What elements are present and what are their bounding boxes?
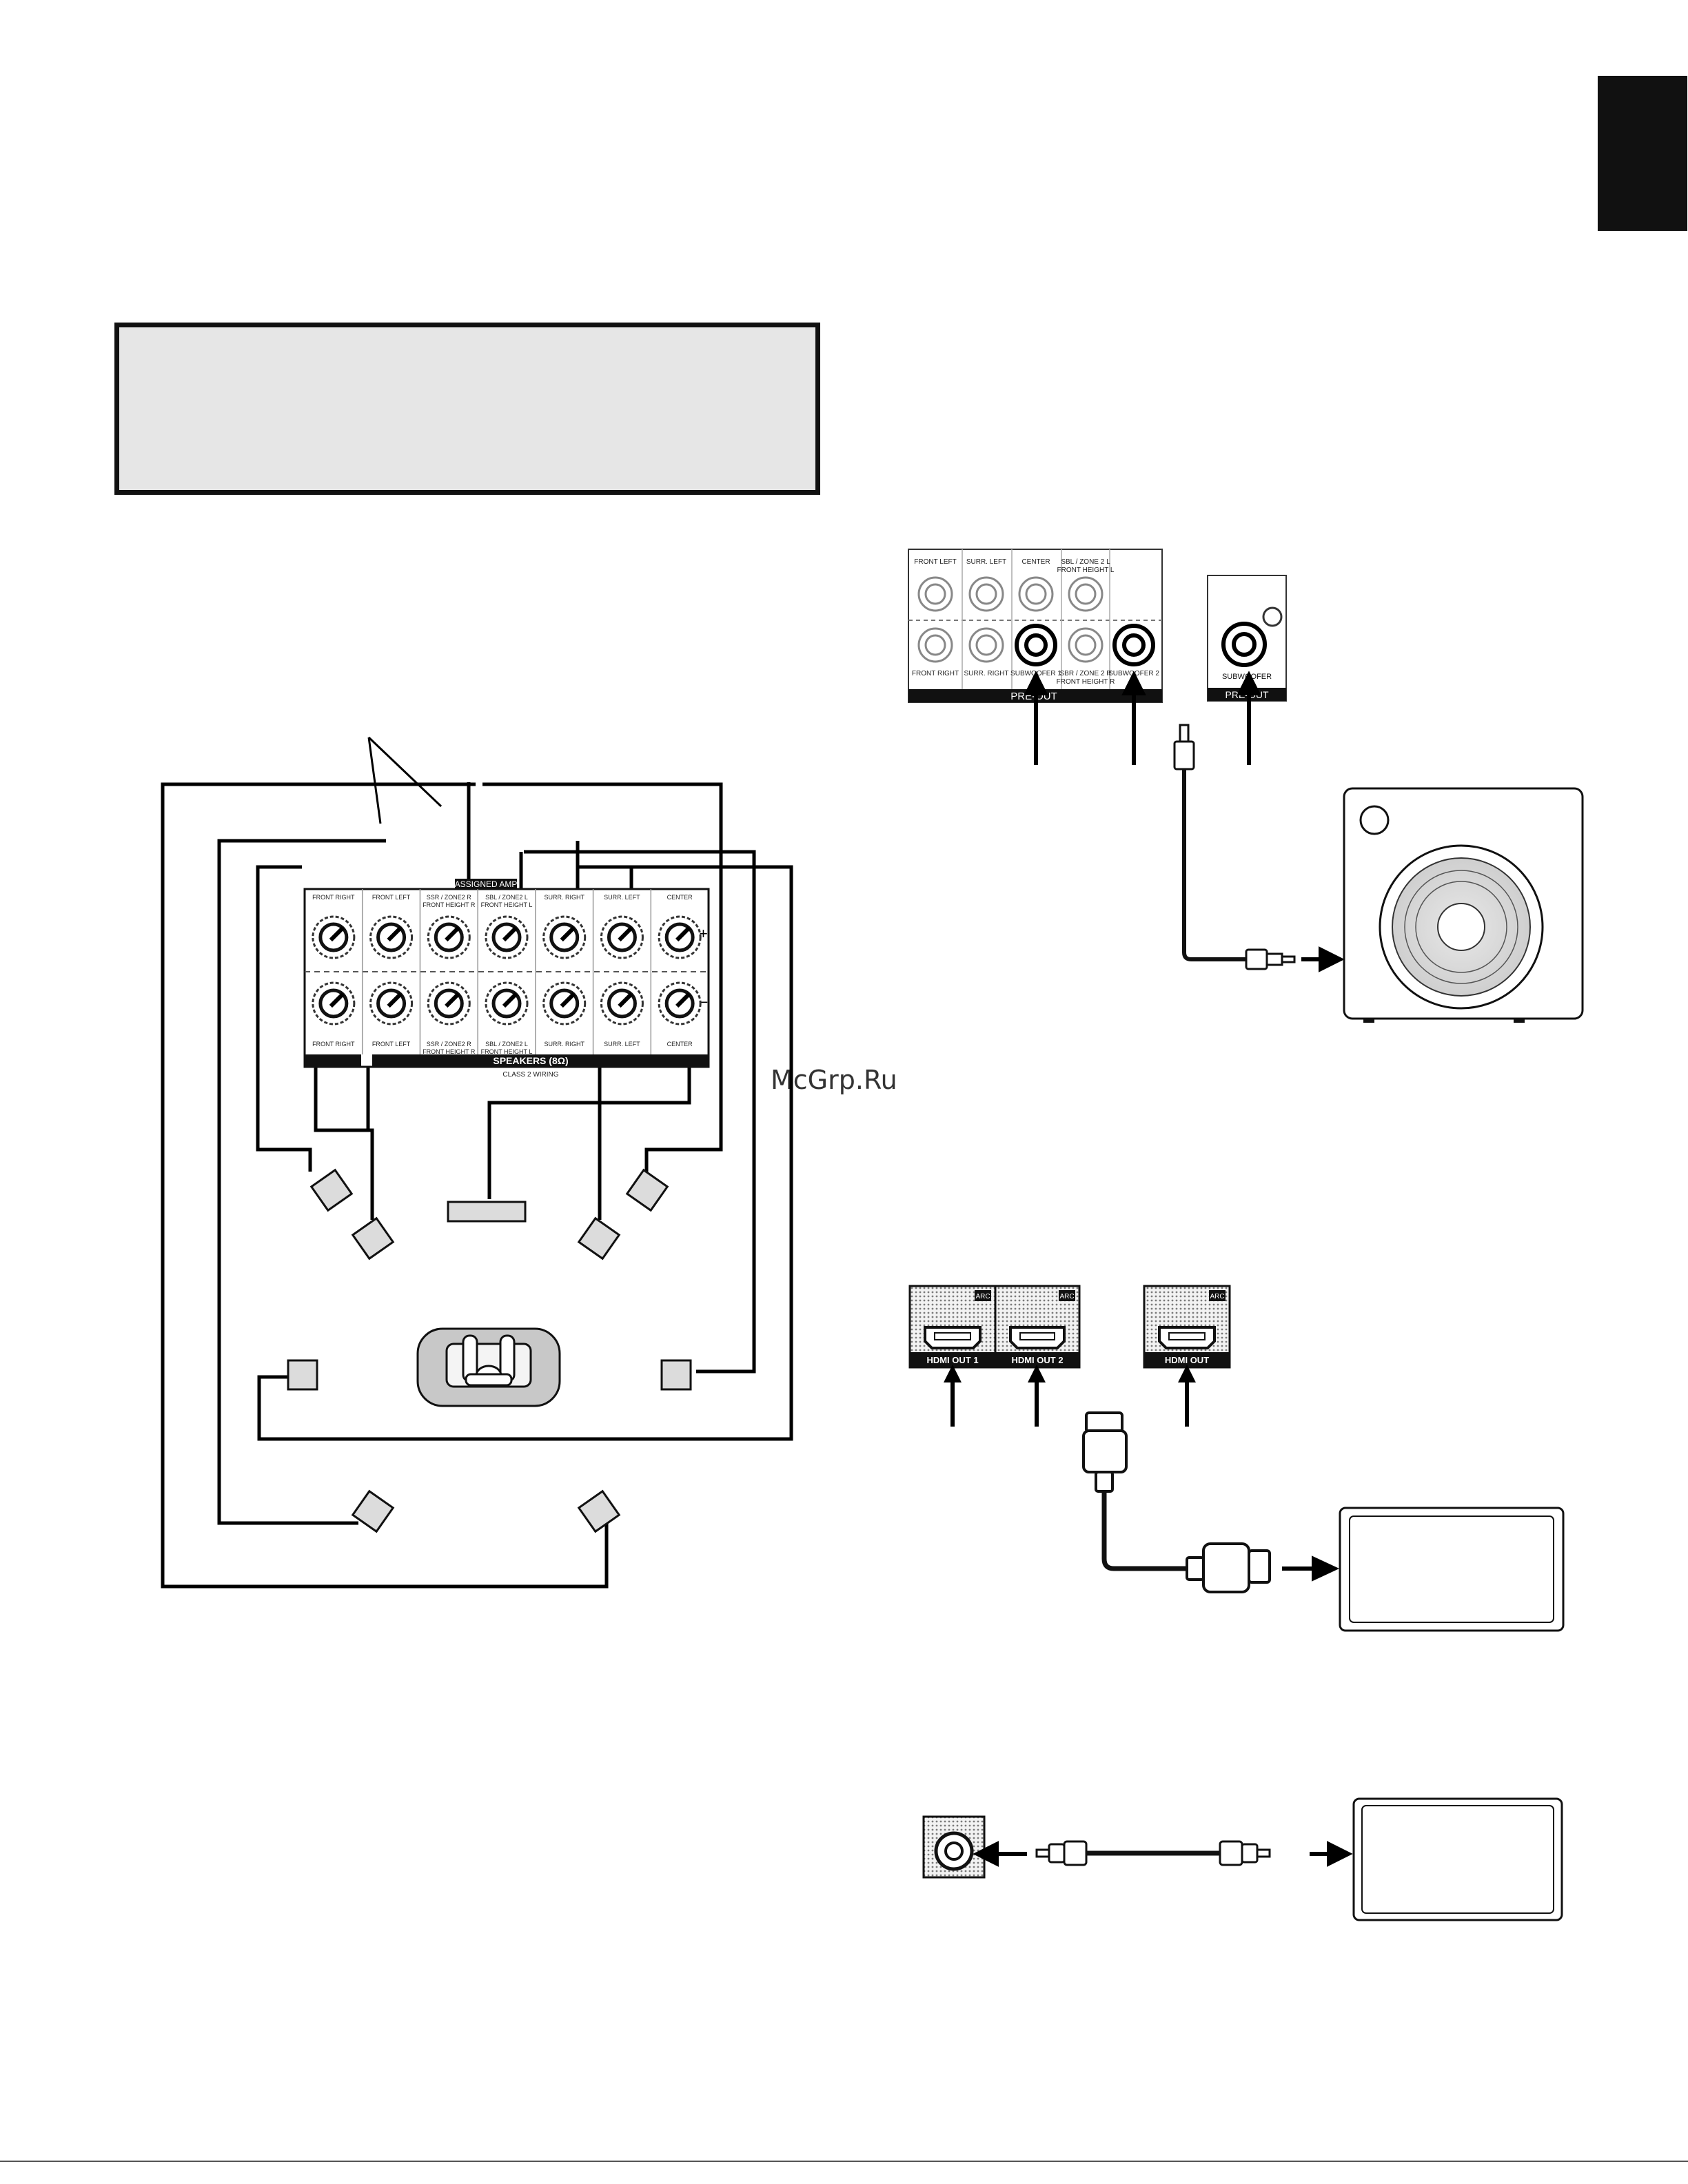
terminal-wire	[445, 926, 460, 942]
preout-arrows	[1024, 671, 1146, 765]
note-box	[114, 323, 820, 495]
terminal-columns: FRONT RIGHT FRONT RIGHT FRONT LEFT FRONT LE…	[312, 889, 702, 1055]
surround-right-speaker-icon	[660, 1359, 692, 1391]
speaker-wiring-diagram: ASSIGNED AMP SPEAKERS (8Ω) CLASS 2 WIRIN…	[161, 736, 793, 1589]
back-right-speaker-icon	[577, 1489, 621, 1533]
coax-jack-panel	[922, 1815, 986, 1879]
terminal-label-bottom: SURR. RIGHT	[544, 1041, 584, 1048]
arc-badge: ARC	[1059, 1293, 1074, 1300]
terminal-label-bottom: FRONT LEFT	[372, 1041, 411, 1048]
terminal-label-bottom: FRONT RIGHT	[312, 1041, 355, 1048]
language-tab	[1598, 76, 1687, 231]
hdmi-port[interactable]: HDMI OUT 1 ARC	[908, 1285, 997, 1369]
rca-cable-icon	[1173, 724, 1296, 970]
terminal-label-top: SURR. LEFT	[604, 894, 640, 901]
preout-label-top: SURR. LEFT	[966, 558, 1006, 566]
hdmi-port-label: HDMI OUT 2	[1011, 1355, 1063, 1365]
hdmi-socket-icon	[1009, 1326, 1066, 1349]
front-right-speaker-icon	[625, 1168, 669, 1212]
hdmi-port-label: HDMI OUT	[1165, 1355, 1209, 1365]
hdmi-socket-icon	[1158, 1326, 1216, 1349]
hdmi-cable-icon	[1082, 1411, 1271, 1593]
hdmi-arrow-head	[944, 1365, 962, 1382]
surround-left-speaker-icon	[287, 1359, 318, 1391]
preout-label-top: CENTER	[1021, 558, 1050, 566]
front-left-speaker-icon	[309, 1168, 354, 1212]
terminal-wire	[329, 926, 345, 942]
preout-label-bottom: SURR. RIGHT	[964, 670, 1009, 677]
terminal-label-top: FRONT RIGHT	[312, 894, 355, 901]
hdmi-port-label: HDMI OUT 1	[926, 1355, 978, 1365]
speakers	[287, 1168, 692, 1533]
terminal-label-top: FRONT LEFT	[372, 894, 411, 901]
terminal-wire	[329, 992, 345, 1008]
hdmi-panel: HDMI OUT 1 ARC HDMI OUT 2 ARC HDMI OUT ARC	[908, 1285, 1231, 1427]
hdmi-socket-icon	[924, 1326, 982, 1349]
left-wide-speaker-icon	[351, 1216, 395, 1261]
terminal-wire	[675, 992, 691, 1008]
center-speaker-icon	[447, 1201, 527, 1223]
hdmi-arrow-head	[1028, 1365, 1046, 1382]
right-wide-speaker-icon	[577, 1216, 621, 1261]
terminal-wire	[445, 992, 460, 1008]
back-left-speaker-icon	[351, 1489, 395, 1533]
terminal-label-bottom: CENTER	[667, 1041, 693, 1048]
terminal-wire	[618, 926, 633, 942]
arc-badge: ARC	[975, 1293, 990, 1300]
preout-label-top: FRONT LEFT	[914, 558, 956, 566]
terminal-wire	[502, 992, 518, 1008]
hdmi-tv-arrow	[1282, 1555, 1340, 1582]
terminal-wire	[560, 926, 576, 942]
assisted-amp-label: ASSIGNED AMP	[455, 879, 518, 889]
coax-cable-icon	[1035, 1840, 1271, 1866]
tv-icon	[1339, 1507, 1565, 1632]
terminal-wire	[675, 926, 691, 942]
speaker-terminal-block: ASSIGNED AMP SPEAKERS (8Ω) CLASS 2 WIRIN…	[303, 879, 710, 1079]
terminal-wire	[502, 926, 518, 942]
hdmi-port[interactable]: HDMI OUT ARC	[1143, 1285, 1231, 1369]
subwoofer-jacks	[1015, 624, 1155, 666]
preout-top-labels: FRONT LEFT SURR. LEFT CENTER SBL / ZONE 2 L…	[914, 558, 1115, 574]
terminal-label-bottom: SURR. LEFT	[604, 1041, 640, 1048]
terminal-label-top: CENTER	[667, 894, 693, 901]
audio-device-icon	[1352, 1797, 1563, 1921]
coax-device-arrow	[1310, 1841, 1353, 1867]
hdmi-port[interactable]: HDMI OUT 2 ARC	[994, 1285, 1081, 1369]
preout-label-bottom: FRONT RIGHT	[912, 670, 959, 677]
sub-arrow	[1301, 946, 1345, 972]
wiring-label: CLASS 2 WIRING	[502, 1071, 558, 1079]
speakers-label: SPEAKERS (8Ω)	[493, 1055, 568, 1066]
callout-lines	[367, 736, 443, 824]
subwoofer-icon	[1343, 787, 1584, 1023]
arc-badge: ARC	[1210, 1293, 1224, 1300]
hdmi-arrow-head	[1178, 1365, 1196, 1382]
coax-arrow	[973, 1841, 1027, 1867]
terminal-wire	[387, 926, 403, 942]
terminal-wire	[387, 992, 403, 1008]
terminal-wire	[618, 992, 633, 1008]
alt-sub-preout-panel: PRE-OUT SUBWOOFER	[1207, 575, 1287, 765]
listener-sofa-icon	[416, 1327, 561, 1407]
terminal-wire	[560, 992, 576, 1008]
terminal-label-top: SURR. RIGHT	[544, 894, 584, 901]
